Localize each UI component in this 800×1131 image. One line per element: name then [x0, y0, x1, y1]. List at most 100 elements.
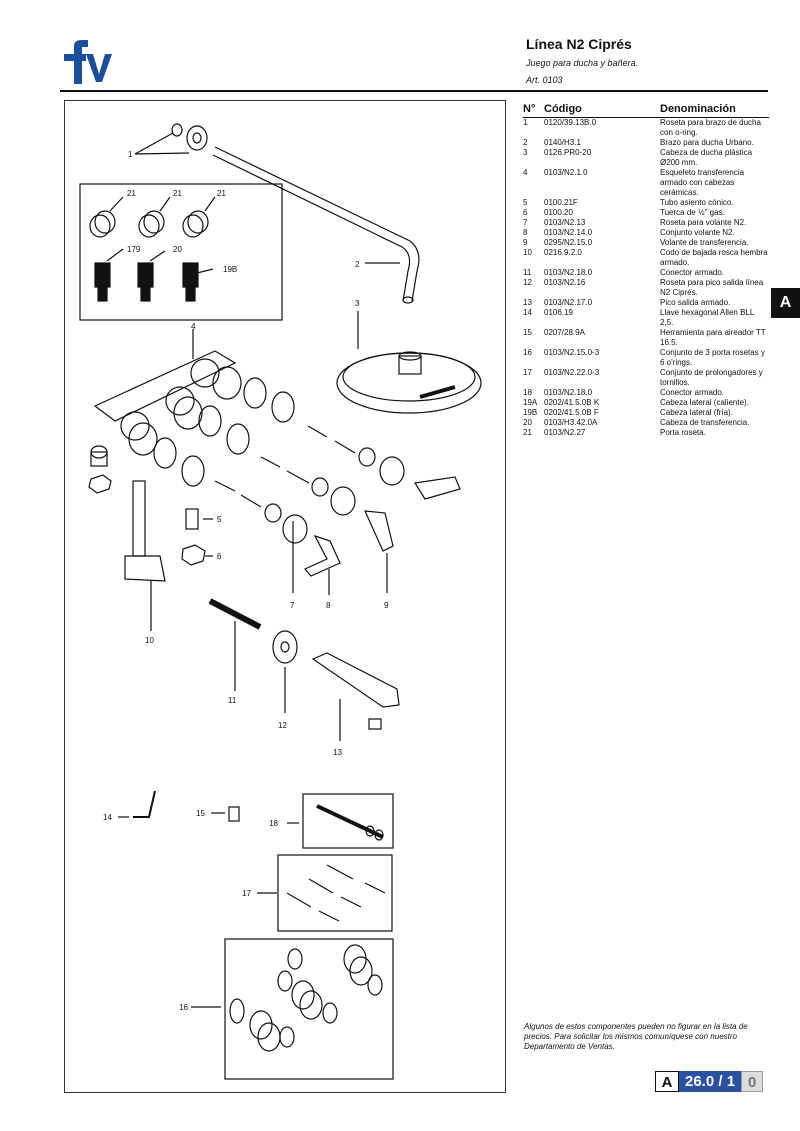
row-code: 0103/N2.17.0: [544, 298, 593, 307]
row-code: 0103/N2.16: [544, 278, 586, 287]
row-description: Volante de transferencia.: [660, 238, 749, 247]
label-5: 5: [217, 515, 222, 524]
row-number: 6: [523, 208, 528, 217]
row-code: 0140/H3.1: [544, 138, 581, 147]
row-number: 13: [523, 298, 532, 307]
row-number: 11: [523, 268, 532, 277]
section-tab: A: [771, 288, 800, 318]
row-code: 0100.21F: [544, 198, 578, 207]
row-description: Roseta para brazo de ducha con o-ring.: [660, 118, 761, 137]
allen-key: [133, 790, 156, 818]
handle-8: [304, 534, 341, 577]
row-description: Pico salida armado.: [660, 298, 731, 307]
row-description: Conjunto de 3 porta rosetas y 6 o'rings.: [660, 348, 765, 367]
label-16: 16: [179, 1003, 188, 1012]
o-ring-1: [171, 123, 183, 137]
table-row: 3 0126.PR0-20 Cabeza de ducha plástica Ø20…: [523, 148, 769, 168]
row-code: 0103/N2.14.0: [544, 228, 593, 237]
box-16: [224, 938, 394, 1080]
row-description: Roseta para volante N2.: [660, 218, 747, 227]
row-number: 14: [523, 308, 532, 317]
row-number: 16: [523, 348, 532, 357]
table-row: 9 0295/N2.15.0 Volante de transferencia.: [523, 238, 769, 248]
row-number: 5: [523, 198, 528, 207]
row-code: 0103/N2.13: [544, 218, 586, 227]
connector-11: [208, 598, 262, 630]
row-description: Roseta para pico salida línea N2 Ciprés.: [660, 278, 764, 297]
row-description: Brazo para ducha Urbano.: [660, 138, 754, 147]
row-code: 0100.20: [544, 208, 573, 217]
row-description: Codo de bajada rosca hembra armado.: [660, 248, 768, 267]
diagram-drawing: 1 2 3 4 5 6 7 8 9 10 11 12 13 14 15 16 1…: [79, 123, 482, 1080]
row-code: 0295/N2.15.0: [544, 238, 593, 247]
table-row: 10 0216.9.2.0 Codo de bajada rosca hembra …: [523, 248, 769, 268]
row-code: 0202/41.5.0B F: [544, 408, 599, 417]
label-3: 3: [355, 299, 360, 308]
shower-arm: [214, 146, 420, 302]
row-number: 12: [523, 278, 532, 287]
spout-rosette: [272, 630, 298, 664]
row-code: 0216.9.2.0: [544, 248, 582, 257]
table-row: 13 0103/N2.17.0 Pico salida armado.: [523, 298, 769, 308]
mixer-body: [93, 350, 237, 422]
label-6: 6: [217, 552, 222, 561]
row-code: 0103/N2.18.0: [544, 388, 593, 397]
label-20: 20: [173, 245, 182, 254]
row-code: 0103/H3.42.0A: [544, 418, 598, 427]
label-8: 8: [326, 601, 331, 610]
row-description: Cabeza de transferencia.: [660, 418, 750, 427]
fv-logo: [64, 40, 112, 84]
row-code: 0126.PR0-20: [544, 148, 592, 157]
row-code: 0106.19: [544, 308, 573, 317]
row-number: 9: [523, 238, 528, 247]
page-number: 26.0 / 1: [679, 1071, 742, 1092]
row-number: 21: [523, 428, 532, 437]
row-number: 4: [523, 168, 528, 177]
page-number-badge: A 26.0 / 1 0: [655, 1071, 764, 1092]
table-row: 12 0103/N2.16 Roseta para pico salida líne…: [523, 278, 769, 298]
row-number: 15: [523, 328, 532, 337]
elbow-pipe: [132, 480, 146, 557]
spout: [311, 652, 400, 708]
row-number: 1: [523, 118, 528, 127]
row-code: 0120/39.13B.0: [544, 118, 597, 127]
row-description: Tubo asiento cónico.: [660, 198, 734, 207]
table-row: 5 0100.21F Tubo asiento cónico.: [523, 198, 769, 208]
row-description: Conjunto de prolongadores y tornillos.: [660, 368, 763, 387]
row-code: 0103/N2.22.0-3: [544, 368, 600, 377]
row-number: 3: [523, 148, 528, 157]
handle-9: [364, 510, 394, 552]
label-179: 179: [127, 245, 141, 254]
label-1: 1: [128, 150, 133, 159]
row-code: 0103/N2.27: [544, 428, 586, 437]
page-section: A: [655, 1071, 679, 1092]
box-17: [277, 854, 393, 932]
label-21b: 21: [173, 189, 182, 198]
seat-tube: [185, 508, 199, 530]
handle-transfer: [414, 476, 461, 500]
rosette-1: [186, 125, 208, 151]
row-number: 20: [523, 418, 532, 427]
row-description: Herramienta para aireador TT 16.5.: [660, 328, 766, 347]
row-code: 0103/N2.15.0-3: [544, 348, 600, 357]
label-13: 13: [333, 748, 342, 757]
row-description: Conector armado.: [660, 388, 725, 397]
label-9: 9: [384, 601, 389, 610]
footnote: Algunos de estos componentes pueden no f…: [524, 1022, 748, 1051]
row-description: Cabeza de ducha plástica Ø200 mm.: [660, 148, 753, 167]
table-row: 16 0103/N2.15.0-3 Conjunto de 3 porta rose…: [523, 348, 769, 368]
article-number: Art. 0103: [526, 75, 563, 85]
label-11: 11: [228, 696, 237, 705]
row-number: 10: [523, 248, 532, 257]
parts-table-body: 1 0120/39.13B.0 Roseta para brazo de ducha…: [523, 118, 769, 439]
exploded-diagram: 1 2 3 4 5 6 7 8 9 10 11 12 13 14 15 16 1…: [64, 100, 506, 1093]
